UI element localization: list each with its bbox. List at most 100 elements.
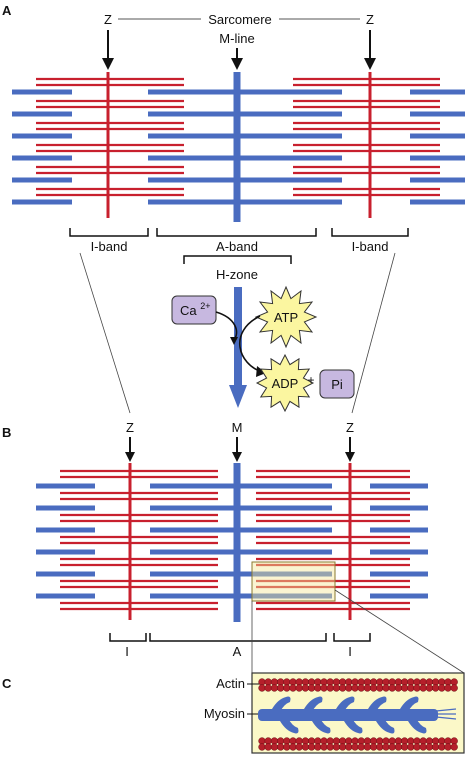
- myosin-head: [400, 696, 419, 712]
- actin-bead: [258, 743, 266, 751]
- myosin-label: Myosin: [204, 706, 245, 721]
- actin-bead: [444, 684, 452, 692]
- adp-label: ADP: [272, 376, 299, 391]
- atp-starburst: ATP: [254, 285, 318, 349]
- h-zone-label: H-zone: [216, 267, 258, 282]
- actin-bead: [345, 684, 353, 692]
- actin-bead: [450, 743, 458, 751]
- adp-starburst: ADP: [255, 353, 315, 413]
- calcium-arrowhead: [230, 337, 238, 345]
- m-label-b: M: [232, 420, 243, 435]
- actin-bead: [332, 684, 341, 692]
- actin-bead: [376, 743, 384, 751]
- atp-to-adp-arrow: [239, 315, 263, 373]
- panel-b-letter: B: [2, 425, 11, 440]
- actin-bead: [264, 743, 272, 751]
- actin-bead: [332, 743, 341, 751]
- actin-bead: [363, 684, 372, 692]
- calcium-base: Ca: [180, 303, 197, 318]
- myosin-head: [368, 696, 387, 712]
- myosin-head: [336, 696, 355, 712]
- m-arrow-b: [232, 437, 242, 462]
- actin-bead: [320, 684, 328, 692]
- myosin-head: [280, 718, 299, 734]
- actin-bead: [363, 743, 372, 751]
- a-band-label: A-band: [216, 239, 258, 254]
- myosin-filaments-b: [36, 483, 428, 599]
- actin-bead: [276, 743, 285, 751]
- z-arrow-right-b: [345, 437, 355, 462]
- pi-box: Pi: [319, 369, 355, 399]
- actin-filaments-left-a: [36, 77, 184, 197]
- actin-bead: [301, 743, 310, 751]
- actin-bead: [438, 684, 446, 692]
- actin-bead: [419, 743, 427, 751]
- panel-c-letter: C: [2, 676, 12, 691]
- zoom-line-right: [334, 589, 465, 674]
- actin-filaments-right-a: [293, 77, 440, 197]
- actin-bead: [413, 684, 421, 692]
- actin-bead: [295, 743, 303, 751]
- actin-bead: [338, 684, 347, 692]
- actin-bead: [326, 743, 334, 751]
- i-bracket-right-b: [333, 633, 371, 642]
- actin-bead: [357, 743, 365, 751]
- actin-bead: [264, 684, 272, 692]
- myosin-head: [376, 718, 395, 734]
- a-bracket-b: [149, 633, 327, 642]
- calcium-box: Ca 2+: [171, 295, 217, 325]
- sarcomere-a: [12, 72, 465, 222]
- z-arrow-right-a: [364, 30, 376, 70]
- actin-bead: [400, 684, 409, 692]
- actin-bead-chain-bottom: [258, 737, 458, 751]
- actin-bead: [431, 684, 440, 692]
- h-zone-bracket: [183, 255, 292, 264]
- actin-bead: [301, 684, 310, 692]
- actin-bead: [394, 743, 403, 751]
- myosin-head: [312, 718, 331, 734]
- a-label-b: A: [233, 644, 242, 659]
- actin-bead: [351, 743, 359, 751]
- actin-label: Actin: [216, 676, 245, 691]
- actin-bead: [407, 684, 415, 692]
- actin-filaments-right-b: [256, 469, 410, 611]
- zoom-highlight-box: [251, 561, 336, 602]
- i-bracket-left-b: [109, 633, 147, 642]
- actin-bead: [351, 684, 359, 692]
- pi-label: Pi: [331, 377, 343, 392]
- actin-bead: [295, 684, 303, 692]
- guide-line-right: [351, 252, 396, 414]
- panel-a-letter: A: [2, 3, 12, 18]
- actin-bead: [314, 743, 322, 751]
- actin-bead: [369, 684, 378, 692]
- a-band-bracket: [156, 228, 317, 237]
- actin-bead: [307, 743, 316, 751]
- actin-bead: [425, 684, 434, 692]
- actin-filaments-left-b: [60, 469, 218, 611]
- atp-arrowhead: [256, 366, 266, 377]
- plus-sign: +: [307, 373, 314, 387]
- i-band-label-right: I-band: [352, 239, 389, 254]
- myosin-rod-inset: [258, 708, 457, 721]
- actin-bead: [289, 743, 297, 751]
- actin-bead: [369, 743, 378, 751]
- i-band-bracket-right: [331, 228, 409, 237]
- actin-bead: [444, 743, 452, 751]
- atp-label: ATP: [274, 310, 298, 325]
- actin-bead: [407, 743, 415, 751]
- actin-bead: [320, 743, 328, 751]
- i-band-bracket-left: [69, 228, 149, 237]
- actin-bead: [283, 743, 291, 751]
- sarcomere-label: Sarcomere: [208, 12, 272, 27]
- actin-bead: [388, 684, 396, 692]
- actin-bead: [382, 684, 390, 692]
- actin-bead: [270, 743, 279, 751]
- actin-bead: [314, 684, 322, 692]
- guide-line-left: [79, 252, 131, 414]
- actin-bead: [326, 684, 334, 692]
- actin-bead: [382, 743, 390, 751]
- actin-bead: [450, 684, 458, 692]
- myosin-filaments-a: [12, 89, 465, 205]
- myosin-heads: [272, 696, 427, 734]
